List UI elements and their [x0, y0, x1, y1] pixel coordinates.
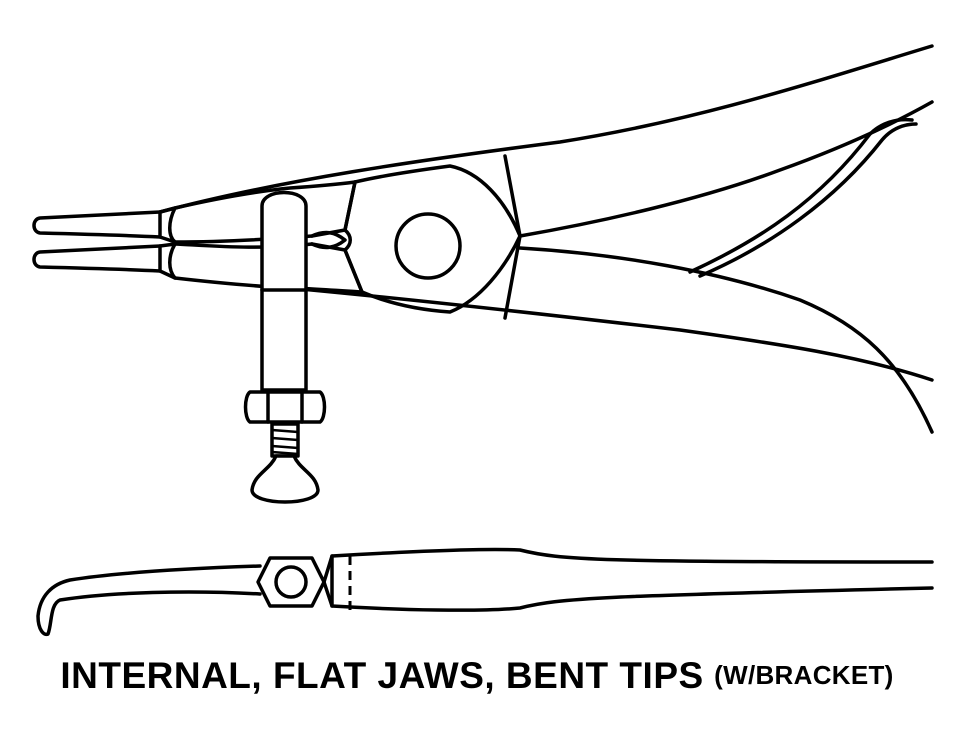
- figure-caption: INTERNAL, FLAT JAWS, BENT TIPS (W/BRACKE…: [0, 655, 954, 697]
- upper-handle: [158, 44, 934, 214]
- caption-sub: (W/BRACKET): [714, 660, 894, 690]
- handle-spring: [688, 117, 918, 278]
- jaw-collars: [158, 206, 177, 280]
- pliers-illustration: [32, 44, 934, 637]
- bracket-nut: [243, 390, 327, 424]
- caption-main: INTERNAL, FLAT JAWS, BENT TIPS: [60, 655, 704, 696]
- pliers-side-view: [36, 547, 934, 637]
- lower-jaw: [173, 242, 364, 294]
- thumb-knob: [250, 454, 320, 504]
- adjusting-bracket: [243, 190, 327, 504]
- bent-tip: [36, 564, 262, 637]
- side-nut: [256, 556, 326, 608]
- pivot-rivet: [394, 212, 462, 280]
- jaw-tips: [32, 210, 162, 273]
- lower-handle: [288, 286, 934, 382]
- side-nut-hole: [274, 565, 308, 599]
- pliers-top-view: [32, 44, 934, 504]
